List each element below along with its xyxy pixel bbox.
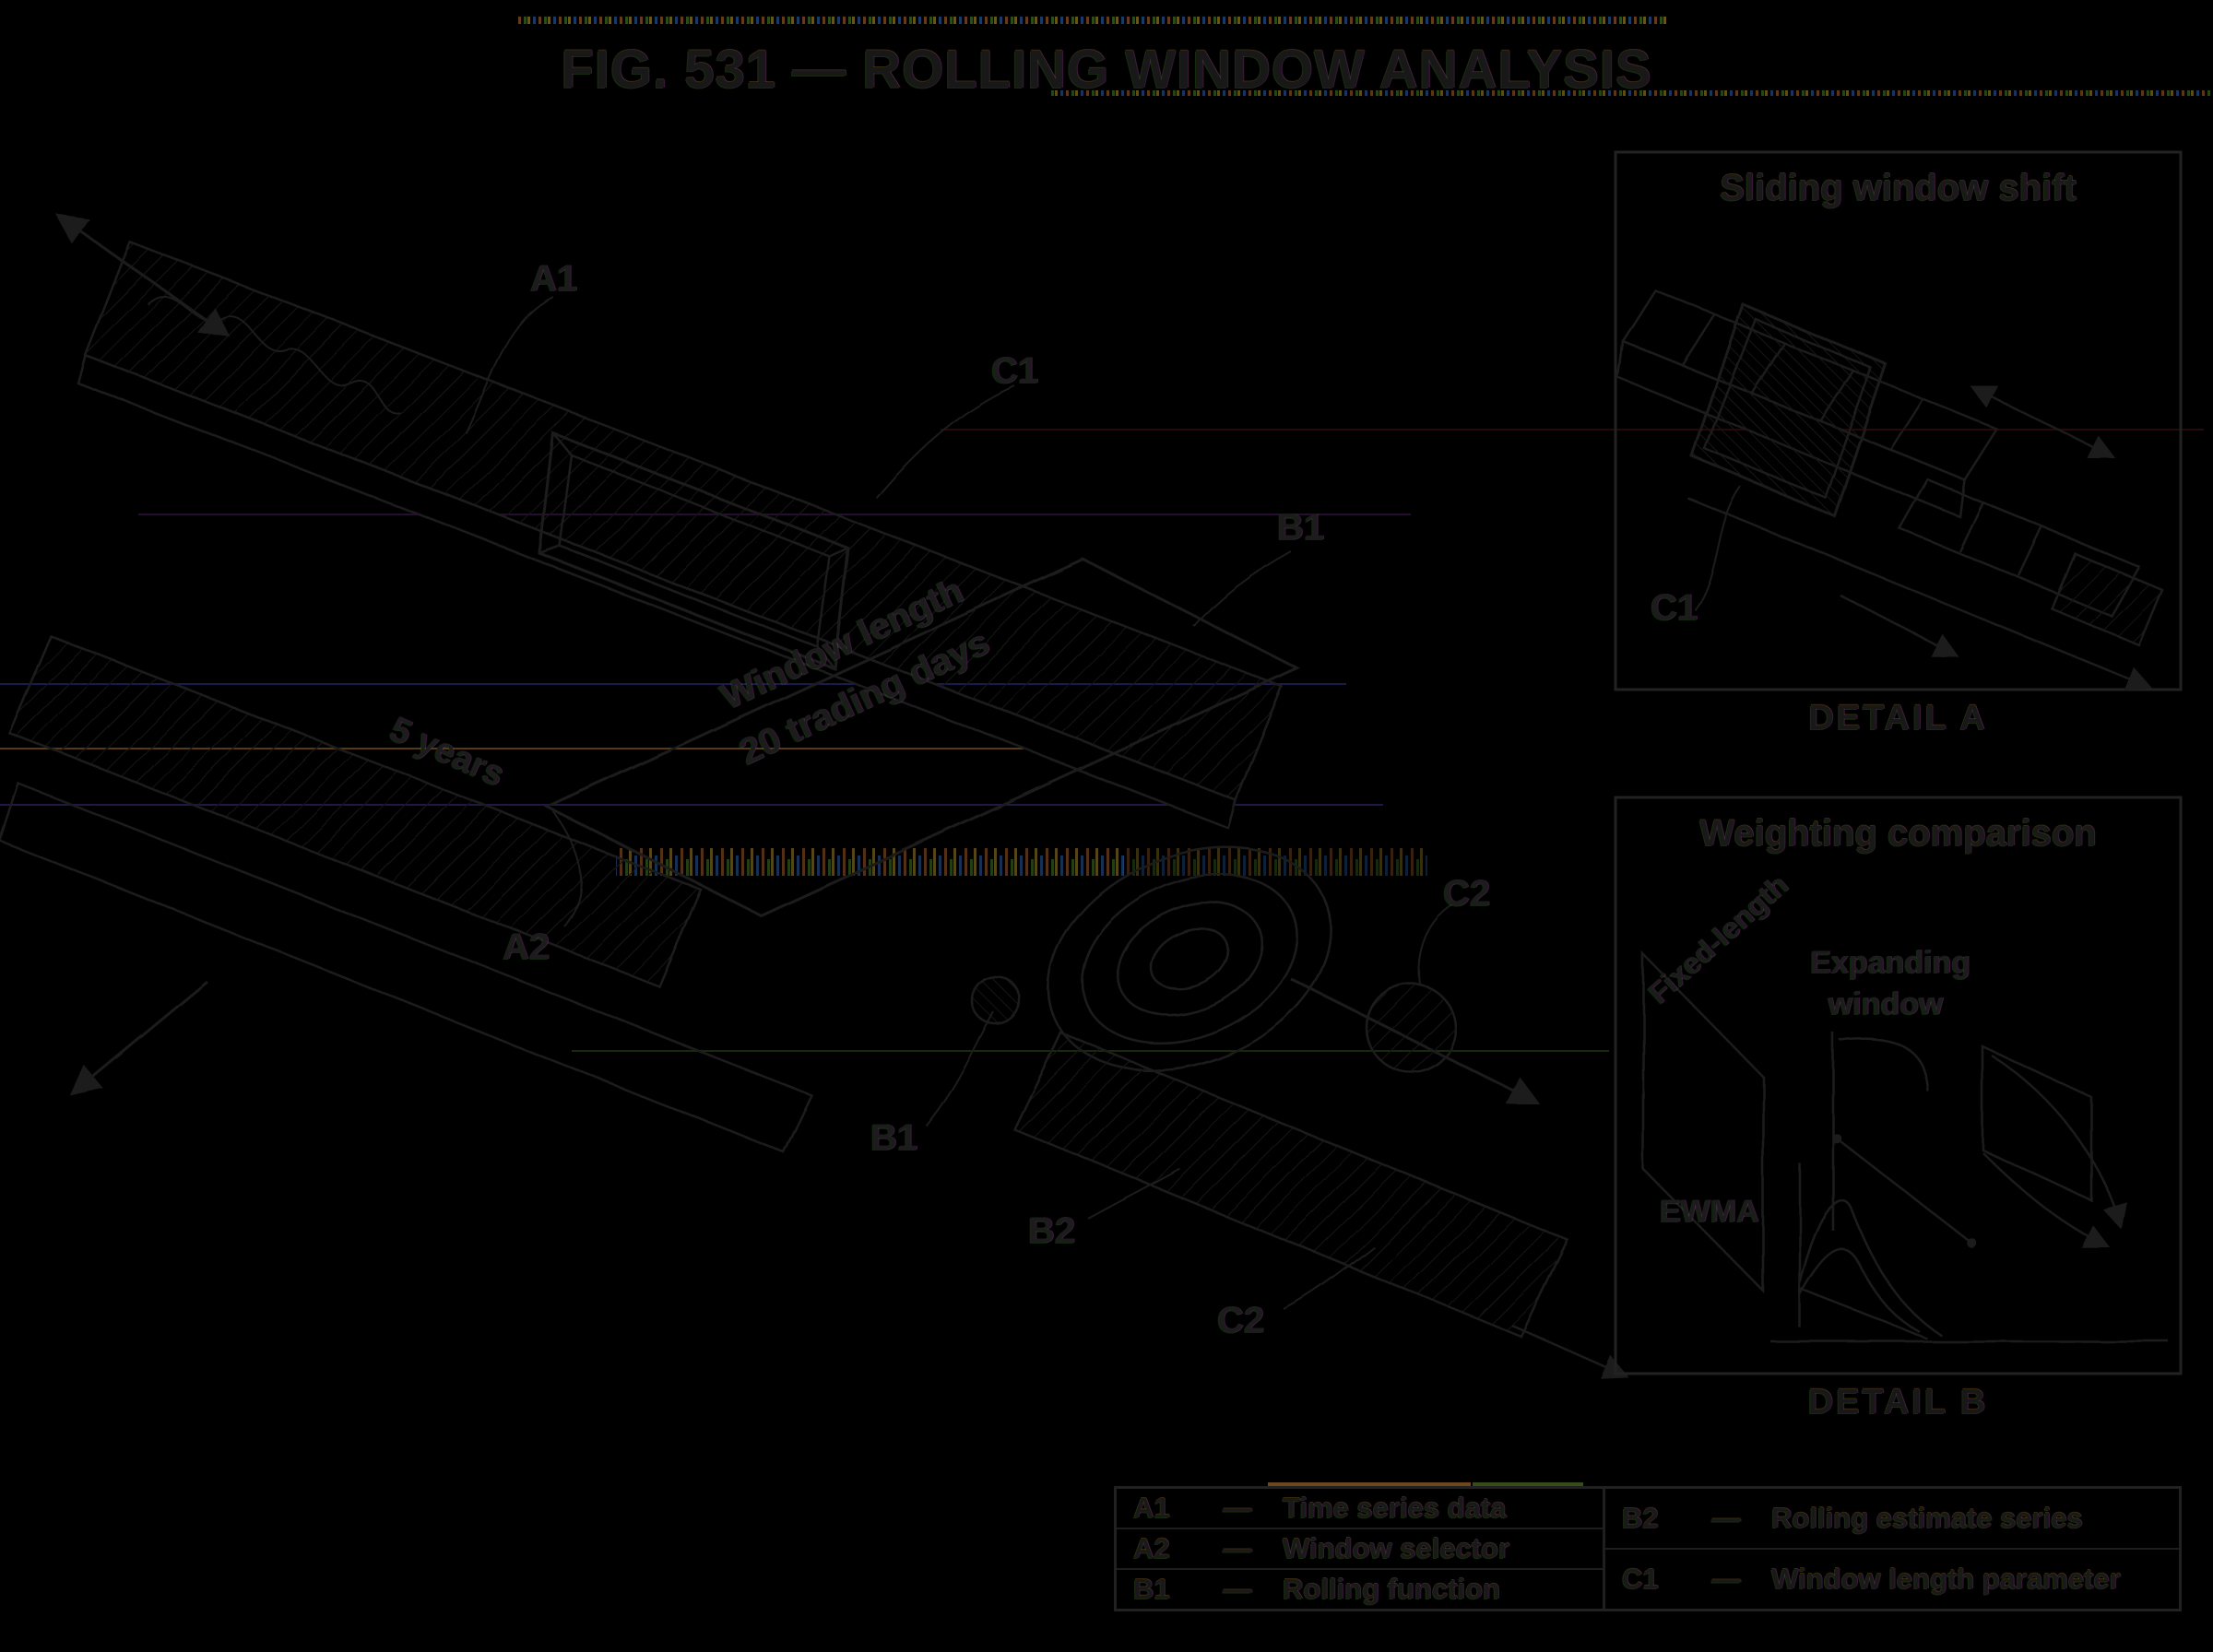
legend-row-b2: B2 — Rolling estimate series	[1605, 1489, 2179, 1548]
main-diagram	[0, 213, 1629, 1379]
ewma-curve	[1770, 1163, 2169, 1343]
legend-left-column: A1 — Time series data A2 — Window select…	[1117, 1489, 1603, 1609]
rolling-function-rings	[1047, 845, 1332, 1072]
window-selector-frame	[538, 431, 850, 671]
rolling-estimate-ribbon	[1012, 1031, 1629, 1379]
history-ribbon	[0, 634, 813, 1154]
callout-b1-lower: B1	[870, 1117, 917, 1158]
ewma-label: EWMA	[1660, 1194, 1759, 1229]
legend-dash: —	[1223, 1532, 1252, 1564]
time-axis-arrows	[55, 213, 1540, 1104]
callout-c1: C1	[991, 350, 1038, 391]
legend-dash: —	[1711, 1563, 1741, 1595]
expanding-window-shape	[1981, 1044, 2093, 1202]
figure-title: FIG. 531 — ROLLING WINDOW ANALYSIS	[561, 40, 1652, 100]
legend-dash: —	[1223, 1573, 1252, 1605]
legend-dash: —	[1223, 1492, 1252, 1524]
callout-a2: A2	[503, 926, 550, 967]
window-length-plate	[543, 558, 1301, 917]
callout-c2-upper: C2	[1443, 873, 1490, 914]
callout-c2-lower: C2	[1217, 1300, 1264, 1340]
legend-desc: Window selector	[1283, 1532, 1510, 1564]
noise-artifacts	[0, 17, 2211, 1487]
legend-table: A1 — Time series data A2 — Window select…	[1114, 1486, 2182, 1611]
legend-key: B1	[1133, 1573, 1170, 1605]
legend-row-c1: C1 — Window length parameter	[1605, 1548, 2179, 1609]
detail-b-drawing	[1641, 950, 2169, 1343]
fixed-length-window-shape	[1641, 950, 1765, 1294]
legend-row-a2: A2 — Window selector	[1117, 1528, 1603, 1568]
legend-right-column: B2 — Rolling estimate series C1 — Window…	[1603, 1489, 2179, 1609]
knob-large-sphere	[1365, 982, 1457, 1074]
detail-b-caption: DETAIL B	[1807, 1383, 1989, 1422]
callout-b1-upper: B1	[1277, 507, 1324, 548]
fixed-length-label: Fixed-length	[1642, 867, 1794, 1009]
detail-a-title: Sliding window shift	[1720, 168, 2077, 208]
detail-a-callout-c1: C1	[1651, 587, 1698, 628]
legend-dash: —	[1711, 1502, 1741, 1534]
legend-desc: Window length parameter	[1771, 1563, 2121, 1595]
legend-key: B2	[1622, 1502, 1659, 1534]
detail-b-border	[1614, 796, 2183, 1375]
legend-row-b1: B1 — Rolling function	[1117, 1568, 1603, 1609]
detail-b-title: Weighting comparison	[1699, 813, 2097, 854]
detail-a-drawing	[1616, 289, 2164, 691]
expanding-window-label-line2: window	[1828, 986, 1944, 1021]
expanding-window-label-line1: Expanding	[1810, 945, 1970, 980]
legend-desc: Time series data	[1283, 1492, 1507, 1524]
legend-key: A2	[1133, 1532, 1170, 1564]
legend-row-a1: A1 — Time series data	[1117, 1489, 1603, 1528]
knob-small-sphere	[970, 974, 1022, 1026]
legend-key: C1	[1622, 1563, 1659, 1595]
legend-key: A1	[1133, 1492, 1170, 1524]
legend-desc: Rolling function	[1283, 1573, 1500, 1605]
detail-a-border	[1614, 150, 2183, 691]
callout-b2: B2	[1028, 1210, 1075, 1251]
legend-desc: Rolling estimate series	[1771, 1502, 2083, 1534]
detail-a-caption: DETAIL A	[1808, 699, 1988, 738]
callout-a1: A1	[530, 258, 577, 299]
callout-leaders	[465, 296, 1467, 1310]
